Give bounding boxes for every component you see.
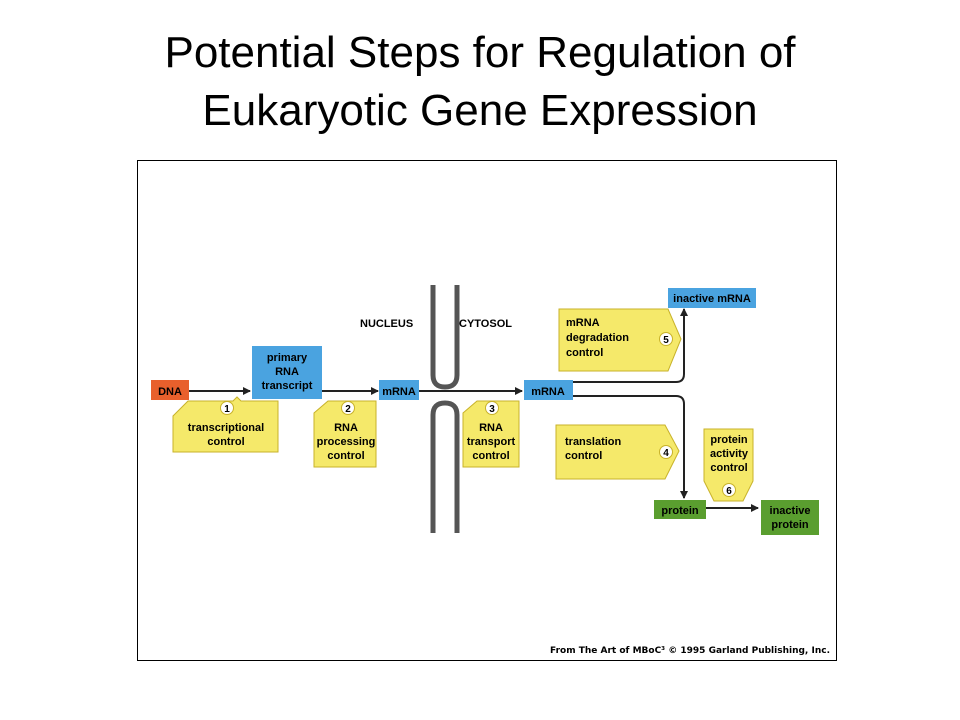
step-2-line-2: processing	[317, 436, 376, 448]
arrow-mrna-to-inactive	[573, 308, 688, 383]
inactive-mrna-box: inactive mRNA	[668, 288, 756, 308]
control-step-3: 3 RNA transport control	[462, 400, 520, 468]
inactive-mrna-label: inactive mRNA	[673, 293, 751, 305]
protein-box: protein	[654, 500, 706, 519]
step-1-number: 1	[224, 404, 230, 415]
step-2-number: 2	[345, 404, 351, 415]
step-1-line-1: transcriptional	[188, 422, 264, 434]
primary-transcript-box: primary RNA transcript	[252, 346, 322, 399]
step-4-line-2: control	[565, 450, 602, 462]
figure-credit: From The Art of MBoC³ © 1995 Garland Pub…	[550, 646, 830, 656]
mrna-cytosol-label: mRNA	[531, 386, 565, 398]
step-3-line-2: transport	[467, 436, 516, 448]
step-2-line-3: control	[327, 450, 364, 462]
slide-title: Potential Steps for Regulation of Eukary…	[0, 24, 960, 140]
step-6-line-2: activity	[710, 448, 749, 460]
step-5-line-1: mRNA	[566, 317, 600, 329]
step-5-number: 5	[663, 335, 669, 346]
step-6-line-1: protein	[710, 434, 748, 446]
regulation-diagram: NUCLEUS CYTOSOL DNA primary RNA transcri…	[151, 285, 819, 535]
nuclear-envelope	[430, 285, 460, 533]
control-step-2: 2 RNA processing control	[313, 400, 377, 468]
nuclear-membrane-upper	[430, 285, 460, 390]
nuclear-membrane-lower	[430, 400, 460, 533]
protein-label: protein	[661, 505, 699, 517]
step-6-number: 6	[726, 486, 732, 497]
mrna-cytosol-box: mRNA	[524, 380, 573, 400]
step-3-line-1: RNA	[479, 422, 503, 434]
inactive-protein-line-1: inactive	[770, 505, 811, 517]
mrna-nuclear-box: mRNA	[379, 380, 419, 400]
step-2-line-1: RNA	[334, 422, 358, 434]
step-3-line-3: control	[472, 450, 509, 462]
title-line-1: Potential Steps for Regulation of	[164, 28, 796, 77]
title-line-2: Eukaryotic Gene Expression	[202, 86, 758, 135]
control-step-5: 5 mRNA degradation control	[558, 308, 682, 372]
nucleus-label: NUCLEUS	[360, 318, 413, 330]
cytosol-label: CYTOSOL	[459, 318, 512, 330]
gene-regulation-figure: NUCLEUS CYTOSOL DNA primary RNA transcri…	[137, 160, 837, 661]
step-3-number: 3	[489, 404, 495, 415]
inactive-protein-line-2: protein	[771, 519, 809, 531]
control-step-1: 1 transcriptional control	[172, 396, 279, 453]
step-4-line-1: translation	[565, 436, 622, 448]
step-1-line-2: control	[207, 436, 244, 448]
primary-transcript-line-3: transcript	[262, 380, 313, 392]
control-step-6: 6 protein activity control	[703, 428, 754, 502]
primary-transcript-line-1: primary	[267, 352, 308, 364]
dna-box: DNA	[151, 380, 189, 400]
arrow-mrna-to-protein	[573, 395, 688, 499]
dna-label: DNA	[158, 386, 182, 398]
step-4-number: 4	[663, 448, 669, 459]
control-step-4: 4 translation control	[555, 424, 680, 480]
step-5-line-2: degradation	[566, 332, 629, 344]
step-5-line-3: control	[566, 347, 603, 359]
step-6-line-3: control	[710, 462, 747, 474]
inactive-protein-box: inactive protein	[761, 500, 819, 535]
mrna-nuclear-label: mRNA	[382, 386, 416, 398]
primary-transcript-line-2: RNA	[275, 366, 299, 378]
